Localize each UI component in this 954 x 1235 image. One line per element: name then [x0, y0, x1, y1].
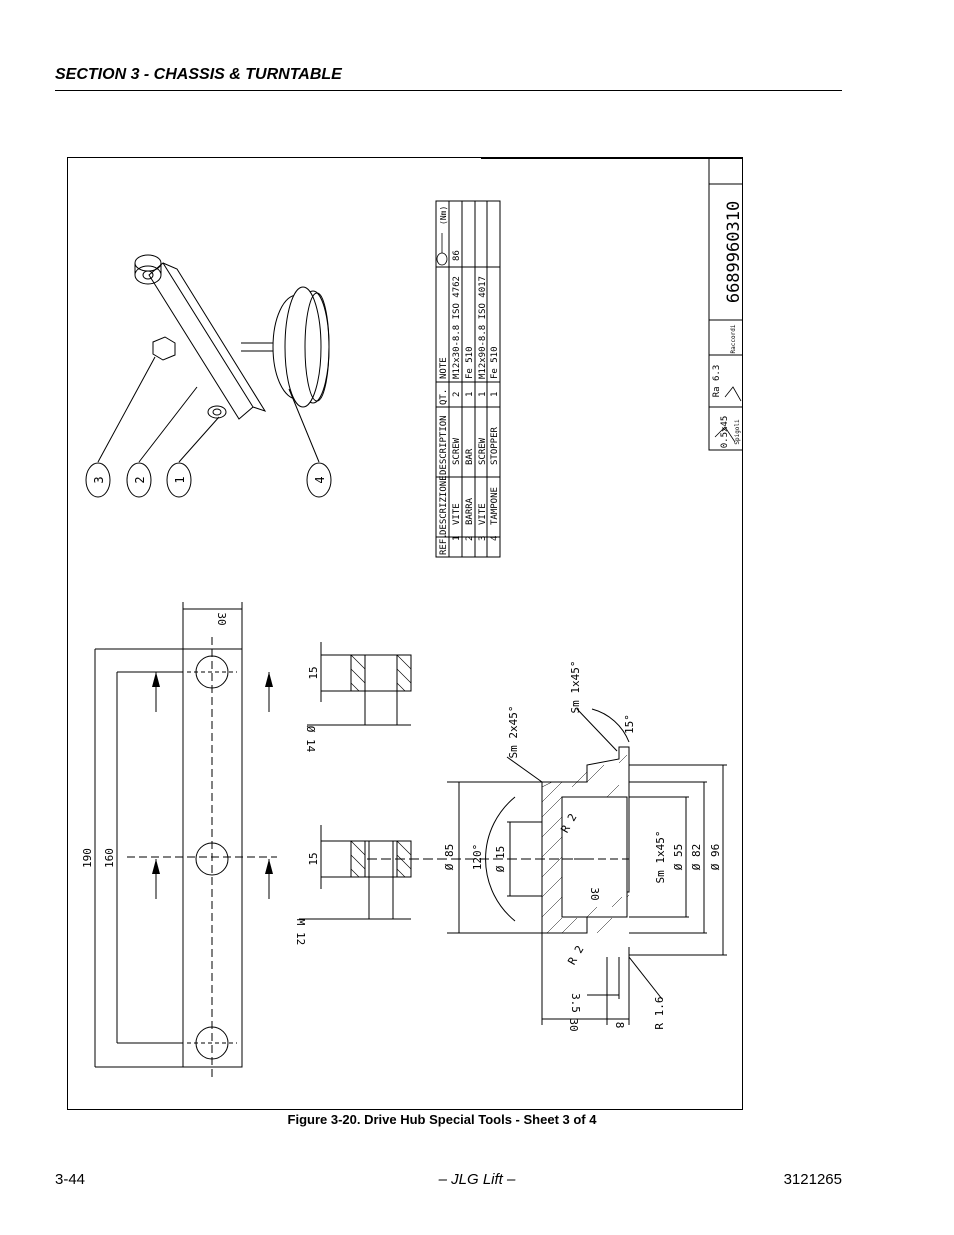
assembly-isometric — [85, 254, 332, 498]
bom-row2-note: Fe 510 — [465, 346, 475, 379]
bom-row3-ref: 3 — [478, 536, 488, 541]
bom-row2-desc-it: BARRA — [465, 497, 475, 525]
callout-2: 2 — [133, 476, 147, 483]
dim-radius-2-b: R 2 — [565, 943, 586, 967]
bom-row4-ref: 4 — [490, 536, 500, 541]
torque-wrench-icon — [436, 252, 448, 266]
finish-label-2: Raccordi — [730, 324, 737, 353]
bom-row4-note: Fe 510 — [490, 346, 500, 379]
callout-1: 1 — [173, 476, 187, 483]
dim-length-8: 8 — [613, 1022, 626, 1029]
bom-row3-qty: 1 — [478, 392, 488, 397]
bom-row1-desc-it: VITE — [452, 503, 462, 525]
dim-chamfer-2x45: Sm 2x45° — [507, 706, 520, 759]
dim-bar-width: 30 — [215, 612, 228, 625]
figure-caption: Figure 3-20. Drive Hub Special Tools - S… — [0, 1112, 954, 1127]
callout-4: 4 — [313, 476, 327, 483]
bom-row1-ref: 1 — [452, 536, 462, 541]
bar-view — [94, 602, 277, 1077]
dim-angle-120: 120° — [471, 844, 484, 871]
title-block: 6689960310 0.5x45 Spigoli Ra 6.3 Raccord… — [708, 157, 743, 451]
dim-chamfer-1x45-top: Sm 1x45° — [569, 661, 582, 714]
dim-dia-85: Ø 85 — [443, 844, 456, 871]
finish-value-1: 0.5x45 — [720, 416, 730, 449]
dim-length-30: 30 — [567, 1018, 580, 1031]
footer-publisher: – JLG Lift – — [438, 1171, 516, 1188]
dim-dia-82: Ø 82 — [690, 844, 703, 871]
dim-inner-length-30: 30 — [588, 887, 601, 900]
document-number: 3121265 — [783, 1171, 842, 1188]
figure-caption-text: Figure 3-20. Drive Hub Special Tools - S… — [287, 1112, 597, 1127]
page-number: 3-44 — [55, 1171, 86, 1188]
dim-dia-55: Ø 55 — [672, 844, 685, 871]
drawing-number: 6689960310 — [724, 201, 743, 303]
drawing-border — [67, 157, 743, 1110]
bom-row1-torque: 86 — [452, 250, 462, 261]
bom-header-qty: QT. — [439, 389, 449, 405]
bom-row2-ref: 2 — [465, 536, 475, 541]
bom-row1-note: M12x30-8.8 ISO 4762 — [452, 276, 462, 379]
dim-angle-15: 15° — [623, 714, 636, 734]
dim-bore-m12: M 12 — [294, 919, 307, 946]
bom-header-descrizione: DESCRIZIONE — [439, 475, 449, 535]
bom-header-ref: REF. — [439, 533, 449, 555]
bom-row2-qty: 1 — [465, 392, 475, 397]
bom-row1-qty: 2 — [452, 392, 462, 397]
bom-table: REF. DESCRIZIONE DESCRIPTION QT. NOTE (N… — [435, 200, 501, 558]
dim-thickness-1: 15 — [307, 666, 320, 679]
bom-row4-qty: 1 — [490, 392, 500, 397]
bom-row1-desc-en: SCREW — [452, 437, 462, 465]
dim-radius-1-6: R 1.6 — [653, 996, 666, 1029]
section-header: SECTION 3 - CHASSIS & TURNTABLE — [55, 66, 342, 83]
finish-value-2: Ra 6.3 — [712, 365, 722, 398]
dim-bar-hole-span: 160 — [103, 848, 116, 868]
finish-label-1: Spigoli — [734, 419, 741, 445]
bom-row3-note: M12x90-8.8 ISO 4017 — [478, 276, 488, 379]
bom-row4-desc-it: TAMPONE — [490, 487, 500, 525]
dim-chamfer-1x45-inner: Sm 1x45° — [654, 831, 667, 884]
bom-row4-desc-en: STOPPER — [490, 426, 500, 465]
dim-dia-15: Ø 15 — [494, 846, 507, 873]
header-rule — [55, 90, 842, 91]
bom-row2-desc-en: BAR — [465, 448, 475, 465]
dim-length-3-5: 3.5 — [569, 993, 582, 1013]
stopper-section — [367, 708, 727, 1025]
technical-drawing: 6689960310 0.5x45 Spigoli Ra 6.3 Raccord… — [67, 157, 743, 1110]
bom-extra-header: (Nm) — [439, 206, 448, 225]
dim-dia-96: Ø 96 — [709, 844, 722, 871]
bom-header-description: DESCRIPTION — [439, 415, 449, 475]
dim-bar-length: 190 — [81, 848, 94, 868]
bom-row3-desc-it: VITE — [478, 503, 488, 525]
callout-3: 3 — [92, 476, 106, 483]
bom-row3-desc-en: SCREW — [478, 437, 488, 465]
section-view-14 — [307, 642, 412, 726]
section-view-m12 — [299, 825, 412, 920]
bom-header-note: NOTE — [439, 357, 449, 379]
dim-bore-14: Ø 14 — [304, 726, 317, 753]
dim-thickness-2: 15 — [307, 852, 320, 865]
